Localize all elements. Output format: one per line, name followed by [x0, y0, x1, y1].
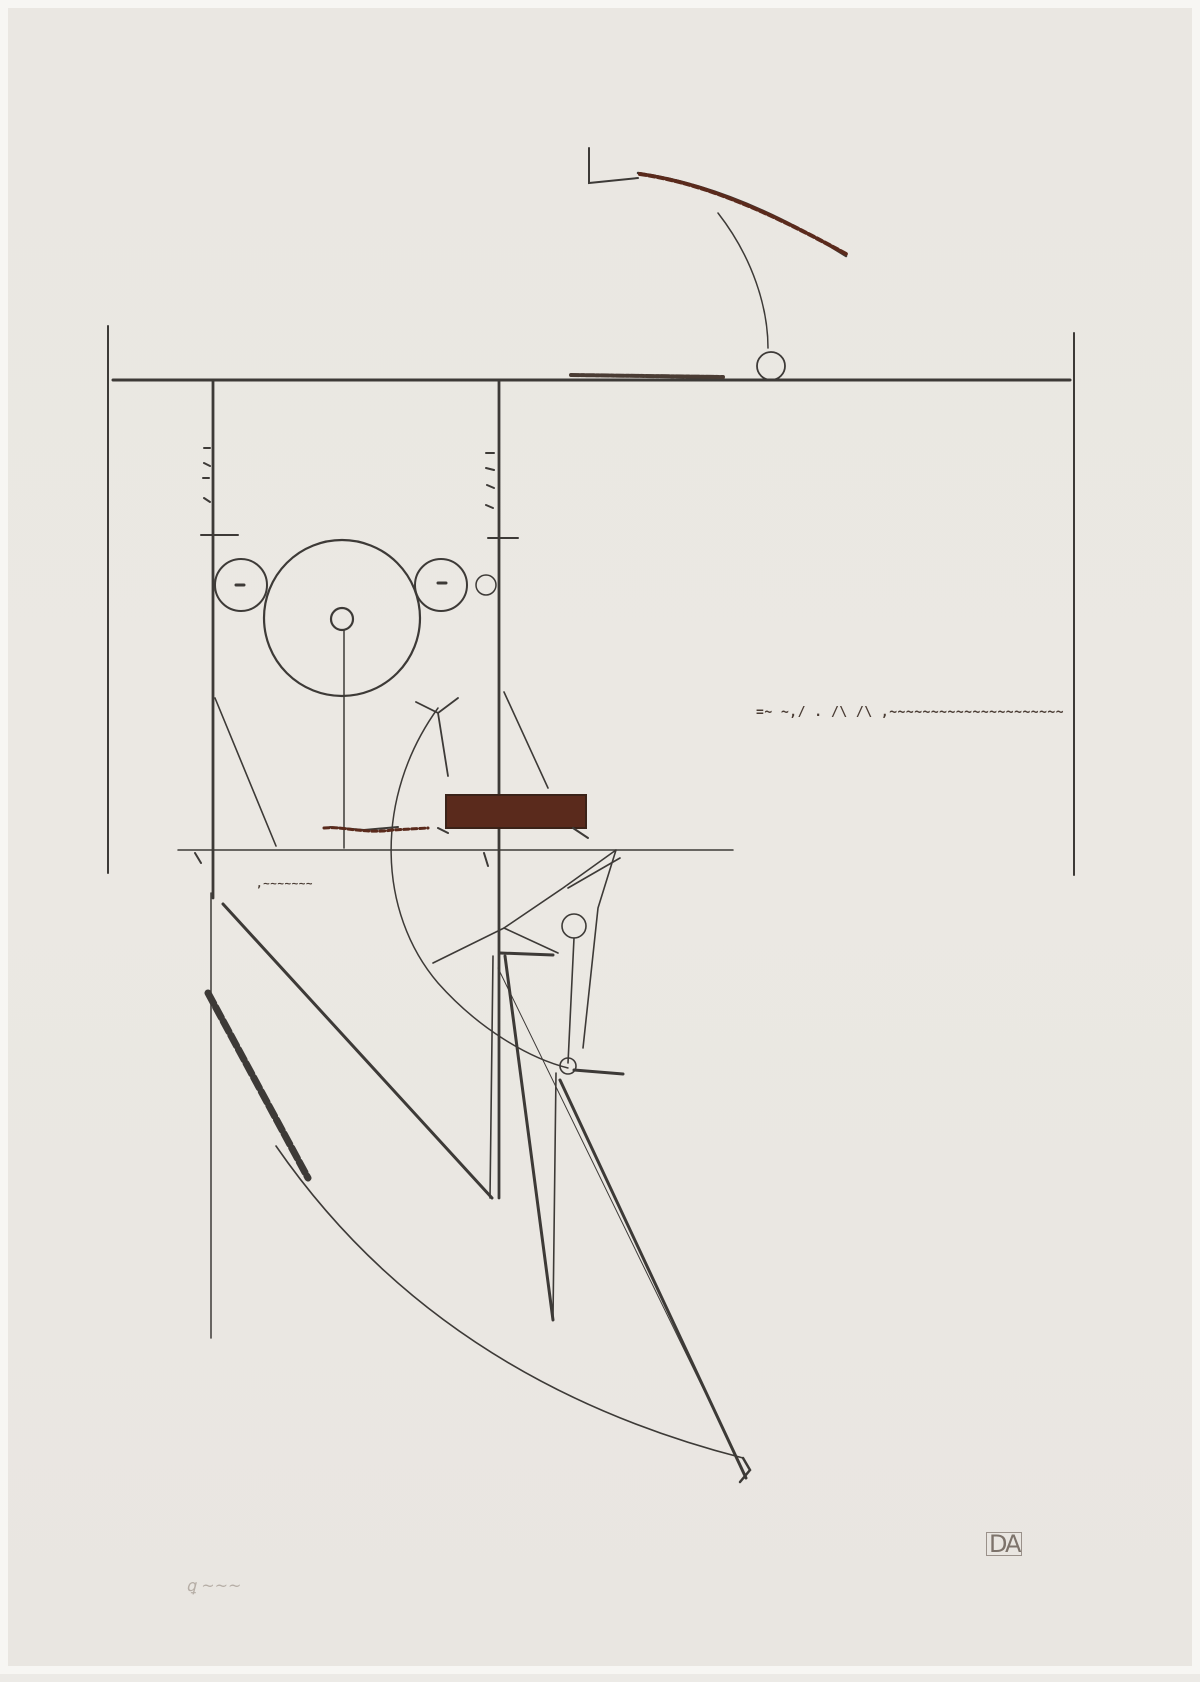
right-small-wheel	[414, 558, 468, 612]
right-edge-knob	[475, 574, 497, 596]
right-contraption	[503, 849, 621, 1049]
lower-lever	[572, 1068, 625, 1076]
top-arm-hatching	[638, 172, 848, 256]
right-long-diagonal	[558, 1078, 748, 1480]
left-chain	[322, 826, 430, 833]
ground-markers	[194, 826, 489, 867]
center-v-strings	[415, 697, 459, 777]
wheel-dots	[234, 581, 448, 587]
top-curved-arm	[636, 171, 848, 258]
center-tick-marks	[485, 452, 519, 539]
right-annotation: =~ ~,/ . /\ /\ ,~~~~~~~~~~~~~~~~~~~~~	[756, 705, 1065, 720]
left-leg-inner	[503, 954, 555, 1322]
signature: ꝗ ~~~	[186, 1576, 242, 1595]
left-annotation: ,~~~~~~~	[256, 877, 313, 890]
top-hook-line	[588, 147, 639, 185]
left-tick-marks	[200, 447, 239, 536]
pendulum-bob	[756, 351, 786, 381]
big-diagonal	[221, 902, 494, 1200]
box-feet	[437, 827, 589, 839]
left-small-wheel	[214, 558, 268, 612]
right-leg	[552, 1072, 557, 1319]
center-hub	[329, 606, 355, 632]
technical-drawing	[107, 147, 1075, 1484]
large-wheel	[262, 538, 422, 698]
left-diagonal	[214, 697, 277, 847]
left-leg-outer	[489, 955, 494, 1199]
cross-arm	[432, 927, 559, 964]
apex-hook	[738, 1456, 752, 1484]
monogram-mark: DA	[986, 1532, 1023, 1556]
brush-bar	[204, 989, 312, 1182]
brown-box	[445, 794, 587, 829]
beam-scribble	[569, 373, 725, 379]
fine-diagonal	[497, 967, 739, 1461]
right-ring-stem	[567, 937, 575, 1064]
pendulum-cord	[717, 212, 769, 349]
connector-bar	[498, 951, 555, 957]
center-arc	[390, 707, 569, 1069]
lower-knot	[559, 1057, 577, 1075]
bottom-arc	[275, 1145, 744, 1459]
right-diagonal	[503, 691, 549, 789]
right-ring	[561, 913, 587, 939]
